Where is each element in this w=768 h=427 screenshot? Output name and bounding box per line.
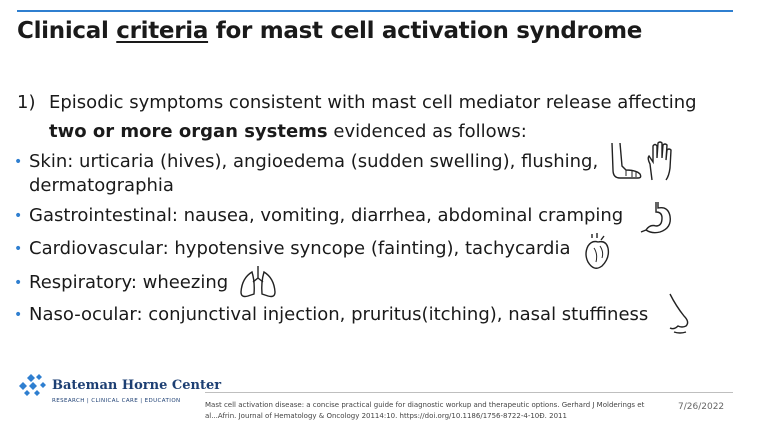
citation: Mast cell activation disease: a concise … bbox=[205, 401, 645, 420]
bullet-dot: • bbox=[14, 307, 23, 323]
bullet-resp: • Respiratory: wheezing bbox=[14, 271, 228, 295]
point-line1: Episodic symptoms consistent with mast c… bbox=[49, 92, 697, 113]
top-rule bbox=[17, 10, 733, 12]
bullet-gi: • Gastrointestinal: nausea, vomiting, di… bbox=[14, 204, 623, 228]
logo-name: Bateman Horne Center bbox=[52, 378, 222, 393]
stomach-icon bbox=[640, 202, 671, 234]
heart-icon bbox=[585, 233, 610, 269]
bullet-skin-text: Skin: urticaria (hives), angioedema (sud… bbox=[29, 151, 599, 172]
point-rest: evidenced as follows: bbox=[327, 121, 527, 142]
bullet-skin-text2: dermatographia bbox=[29, 175, 174, 196]
bullet-cardio: • Cardiovascular: hypotensive syncope (f… bbox=[14, 237, 571, 261]
title-underlined-word: criteria bbox=[116, 18, 209, 44]
bullet-dot: • bbox=[14, 275, 23, 291]
foot-icon bbox=[611, 142, 642, 179]
footer-divider bbox=[205, 392, 733, 393]
point-bold: two or more organ systems bbox=[49, 121, 328, 142]
bullet-dot: • bbox=[14, 208, 23, 224]
bullet-skin: • Skin: urticaria (hives), angioedema (s… bbox=[14, 150, 629, 198]
bullet-gi-text: Gastrointestinal: nausea, vomiting, diar… bbox=[29, 205, 624, 226]
slide-date: 7/26/2022 bbox=[678, 402, 725, 412]
logo-mark-icon bbox=[19, 374, 46, 396]
bullet-dot: • bbox=[14, 241, 23, 257]
logo-tagline: RESEARCH | CLINICAL CARE | EDUCATION bbox=[52, 398, 181, 404]
nose-icon bbox=[669, 293, 689, 334]
bullet-cardio-text: Cardiovascular: hypotensive syncope (fai… bbox=[29, 238, 571, 259]
bullet-resp-text: Respiratory: wheezing bbox=[29, 272, 229, 293]
logo: Bateman Horne Center RESEARCH | CLINICAL… bbox=[17, 372, 221, 412]
point-number: 1) bbox=[17, 92, 36, 113]
bullet-naso-text: Naso-ocular: conjunctival injection, pru… bbox=[29, 304, 649, 325]
bullet-naso: • Naso-ocular: conjunctival injection, p… bbox=[14, 303, 648, 327]
slide-title: Clinical criteria for mast cell activati… bbox=[17, 18, 643, 44]
point-line2: two or more organ systems evidenced as f… bbox=[17, 117, 737, 146]
lungs-icon bbox=[240, 266, 276, 298]
bullet-dot: • bbox=[14, 154, 23, 170]
hand-icon bbox=[647, 141, 672, 181]
numbered-point: 1) Episodic symptoms consistent with mast… bbox=[17, 88, 737, 146]
